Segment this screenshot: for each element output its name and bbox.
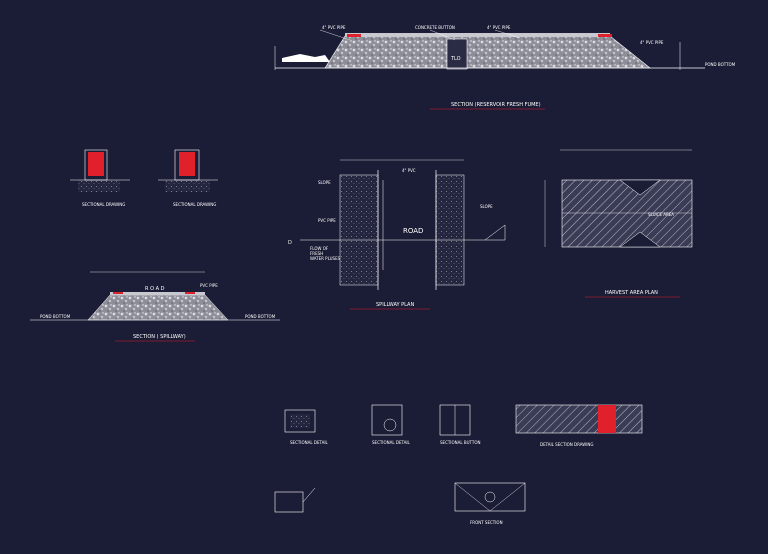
reservoir-right-pipe2-label: 4" PVC PIPE bbox=[640, 40, 664, 45]
detail-d-title: SECTIONAL DETAIL bbox=[372, 440, 411, 445]
spillway-pvc-label: PVC PIPE bbox=[318, 218, 336, 223]
spillway-flow2-label: FRESH bbox=[310, 251, 323, 256]
spillway-flow3-label: WATER PLUSES bbox=[310, 256, 341, 261]
reservoir-concrete-label: CONCRETE BUTTON bbox=[415, 25, 455, 30]
detail-g-title: FRONT SECTION bbox=[470, 520, 503, 525]
detail-d: SECTIONAL DETAIL bbox=[371, 404, 411, 445]
harvest-area-plan: SLUICE AREA HARVEST AREA PLAN bbox=[544, 149, 693, 298]
spillway-section-title: SECTION ( SPILLWAY) bbox=[133, 334, 186, 340]
reservoir-concrete-cap bbox=[345, 33, 610, 37]
leader-2 bbox=[429, 29, 456, 41]
spillway-slope-left: SLOPE bbox=[318, 180, 331, 185]
detail-b-title: SECTIONAL DRAWING bbox=[173, 202, 216, 207]
spillway-flow-label: FLOW OF bbox=[310, 246, 329, 251]
spillway-road-label: ROAD bbox=[403, 227, 423, 235]
leader-3 bbox=[494, 29, 521, 39]
detail-g: FRONT SECTION bbox=[454, 482, 526, 525]
reservoir-left-pipe-label: 4" PVC PIPE bbox=[322, 25, 346, 30]
reservoir-dike-body bbox=[324, 35, 651, 69]
spillway-section: R O A D PVC PIPE POND BOTTOM POND BOTTOM… bbox=[30, 271, 280, 342]
spillway-d-label: D bbox=[288, 240, 292, 246]
detail-f: DETAIL SECTION DRAWING bbox=[515, 404, 643, 447]
reservoir-right-pipe-label: 4" PVC PIPE bbox=[487, 25, 511, 30]
harvest-title: HARVEST AREA PLAN bbox=[605, 290, 658, 296]
detail-h bbox=[274, 487, 316, 513]
detail-e: SECTIONAL BUTTON bbox=[439, 404, 481, 445]
detail-e-title: SECTIONAL BUTTON bbox=[440, 440, 481, 445]
spillway-top-label: 4" PVC bbox=[402, 168, 416, 173]
reservoir-left-water bbox=[282, 54, 330, 62]
detail-f-title: DETAIL SECTION DRAWING bbox=[540, 442, 594, 447]
reservoir-right-red bbox=[598, 34, 612, 37]
detail-c: SECTIONAL DETAIL bbox=[284, 409, 329, 445]
detail-a: SECTIONAL DRAWING bbox=[70, 149, 130, 207]
reservoir-left-red bbox=[347, 34, 361, 37]
spillway-plan: ROAD SLOPE SLOPE PVC PIPE FLOW OF FRESH … bbox=[288, 159, 506, 310]
spillway-section-pipe: PVC PIPE bbox=[200, 283, 218, 288]
detail-a-title: SECTIONAL DRAWING bbox=[82, 202, 125, 207]
spillway-section-road: R O A D bbox=[145, 286, 165, 292]
detail-b: SECTIONAL DRAWING bbox=[158, 149, 218, 207]
reservoir-pond-bottom-label: POND BOTTOM bbox=[705, 62, 736, 67]
spillway-slope-right: SLOPE bbox=[480, 204, 493, 209]
detail-c-title: SECTIONAL DETAIL bbox=[290, 440, 329, 445]
harvest-center-label: SLUICE AREA bbox=[648, 212, 674, 217]
reservoir-center-box bbox=[446, 38, 468, 70]
spillway-section-right-bottom: POND BOTTOM bbox=[245, 314, 276, 319]
spillway-title: SPILLWAY PLAN bbox=[376, 302, 414, 308]
spillway-section-left-bottom: POND BOTTOM bbox=[40, 314, 71, 319]
reservoir-tag-text: TLO bbox=[450, 56, 461, 62]
reservoir-section: TLO 4" PVC PIPE CONCRETE BUTTON 4" PVC P… bbox=[274, 25, 736, 110]
reservoir-title: SECTION (RESERVOIR FRESH FUME) bbox=[451, 102, 541, 108]
leader-1 bbox=[319, 29, 351, 41]
